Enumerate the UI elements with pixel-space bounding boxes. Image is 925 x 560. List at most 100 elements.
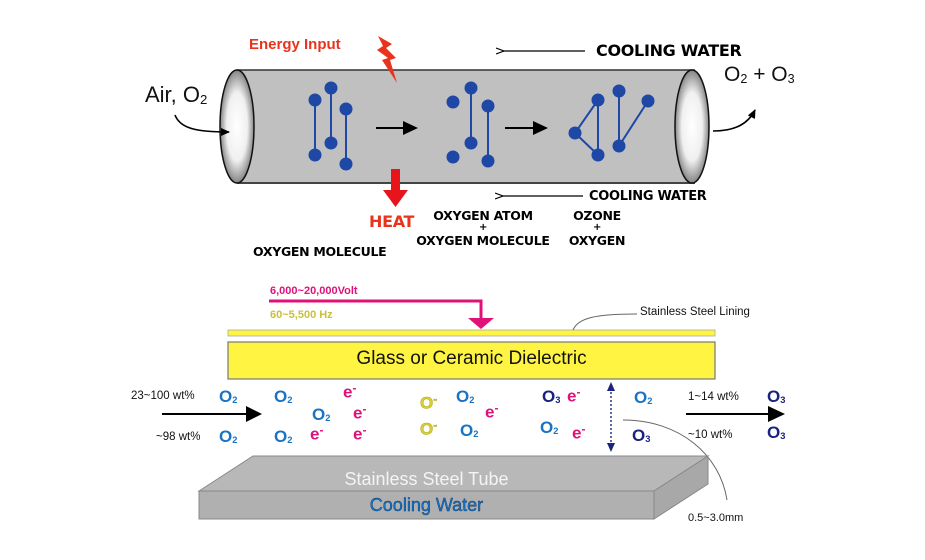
species-oxygen-ion: O- [420, 419, 438, 439]
outlet-conc-2: ~10 wt% [688, 429, 733, 441]
species-o2: O2 [274, 388, 292, 405]
species-o2: O2 [540, 419, 558, 436]
species-electron: e- [353, 402, 367, 423]
electron-base: e [485, 402, 495, 422]
heat-label: HEAT [369, 212, 415, 231]
o3-sub: 3 [645, 433, 651, 444]
dielectric-layer [227, 341, 716, 380]
outlet-o2-sub: 2 [740, 71, 748, 86]
inlet-label-text: Air, O [145, 82, 201, 107]
cooling-water-bottom-label: COOLING WATER [589, 189, 707, 204]
o-ion-base: O [420, 419, 434, 439]
o2-sub: 2 [553, 425, 559, 436]
ozone-and-oxygen-icon [568, 84, 655, 162]
reactor-tube [219, 69, 710, 184]
o2-base: O [274, 387, 288, 406]
species-o2: O2 [460, 422, 478, 439]
o3-sub: 3 [780, 394, 786, 405]
stage-2-plus: + [478, 222, 488, 233]
stage-3-line2: OXYGEN [568, 233, 626, 248]
stage-2-label: OXYGEN ATOM + OXYGEN MOLECULE [413, 208, 553, 248]
electron-base: e [353, 424, 363, 444]
outlet-plus: + [747, 63, 772, 86]
species-o3: O3 [767, 388, 785, 405]
electron-sup: - [362, 402, 367, 416]
discharge-gap-arrow-icon [607, 382, 615, 452]
outlet-o3-sub: 3 [787, 71, 795, 86]
tube-inlet-opening [219, 69, 255, 184]
cooling-water-top-label: COOLING WATER [596, 41, 742, 60]
outlet-label: O2 + O3 [724, 63, 795, 87]
gas-outlet-arrow-icon [686, 406, 785, 422]
o2-sub: 2 [473, 428, 479, 439]
o-ion-sup: - [433, 392, 438, 406]
electron-base: e [572, 423, 582, 443]
o3-sub: 3 [780, 430, 786, 441]
electron-base: e [310, 424, 320, 444]
species-o2: O2 [312, 406, 330, 423]
stage-1-label: OXYGEN MOLECULE [253, 244, 387, 259]
species-o2: O2 [456, 388, 474, 405]
species-electron: e- [310, 423, 324, 444]
o2-base: O [219, 387, 233, 406]
species-oxygen-ion: O- [420, 392, 438, 413]
o2-base: O [312, 405, 326, 424]
inlet-conc-1: 23~100 wt% [131, 390, 195, 402]
outlet-arrow-icon [712, 109, 756, 132]
oxygen-molecules-icon [308, 81, 353, 171]
o2-base: O [540, 418, 554, 437]
inlet-label: Air, O2 [145, 82, 207, 108]
stainless-steel-tube [197, 455, 710, 520]
species-electron: e- [353, 424, 366, 444]
outlet-o3: O [771, 63, 788, 86]
species-o2: O2 [219, 388, 237, 405]
lining-leader-line [572, 313, 638, 331]
o2-base: O [634, 388, 648, 407]
oxygen-atoms-and-molecules-icon [446, 81, 495, 168]
electron-base: e [343, 382, 353, 402]
stage-3-line1: OZONE [573, 208, 621, 223]
species-o3: O3 [632, 427, 650, 444]
species-electron: e- [572, 422, 586, 443]
cooling-water-label: Cooling Water [369, 495, 484, 515]
species-electron: e- [343, 382, 356, 402]
gas-inlet-arrow-icon [162, 406, 262, 422]
voltage-arrow-icon [269, 299, 494, 329]
energy-input-label: Energy Input [249, 36, 341, 53]
heat-arrow-icon [383, 169, 408, 207]
o2-base: O [219, 427, 233, 446]
o3-base: O [632, 426, 646, 445]
electron-sup: - [494, 401, 499, 415]
lightning-bolt-icon [377, 36, 397, 83]
electron-sup: - [319, 423, 324, 437]
lining-label: Stainless Steel Lining [640, 306, 750, 318]
species-electron: e- [485, 401, 499, 422]
voltage-label: 6,000~20,000Volt [270, 285, 358, 297]
o2-sub: 2 [647, 395, 653, 406]
stage-2-line2: OXYGEN MOLECULE [416, 233, 550, 248]
inlet-label-sub: 2 [200, 91, 208, 107]
o2-base: O [456, 387, 470, 406]
frequency-label: 60~5,500 Hz [270, 309, 333, 321]
o3-sub: 3 [555, 394, 561, 405]
tube-outlet-opening [674, 69, 710, 184]
electron-base: e [353, 403, 363, 423]
stainless-steel-lining [227, 329, 716, 337]
stage-2-line1: OXYGEN ATOM [433, 208, 533, 223]
o2-sub: 2 [287, 434, 293, 445]
species-o3: O3 [542, 388, 560, 405]
o3-base: O [767, 423, 781, 442]
o2-base: O [460, 421, 474, 440]
stage-3-label: OZONE + OXYGEN [567, 208, 627, 248]
species-o2: O2 [634, 389, 652, 406]
o2-sub: 2 [469, 394, 475, 405]
process-arrow-1-icon [376, 121, 418, 135]
species-o3: O3 [767, 424, 785, 441]
electron-sup: - [581, 422, 586, 436]
electron-base: e [567, 386, 577, 406]
dielectric-label: Glass or Ceramic Dielectric [356, 348, 587, 369]
species-o2: O2 [274, 428, 292, 445]
process-arrow-2-icon [505, 121, 548, 135]
o-ion-base: O [420, 393, 434, 413]
